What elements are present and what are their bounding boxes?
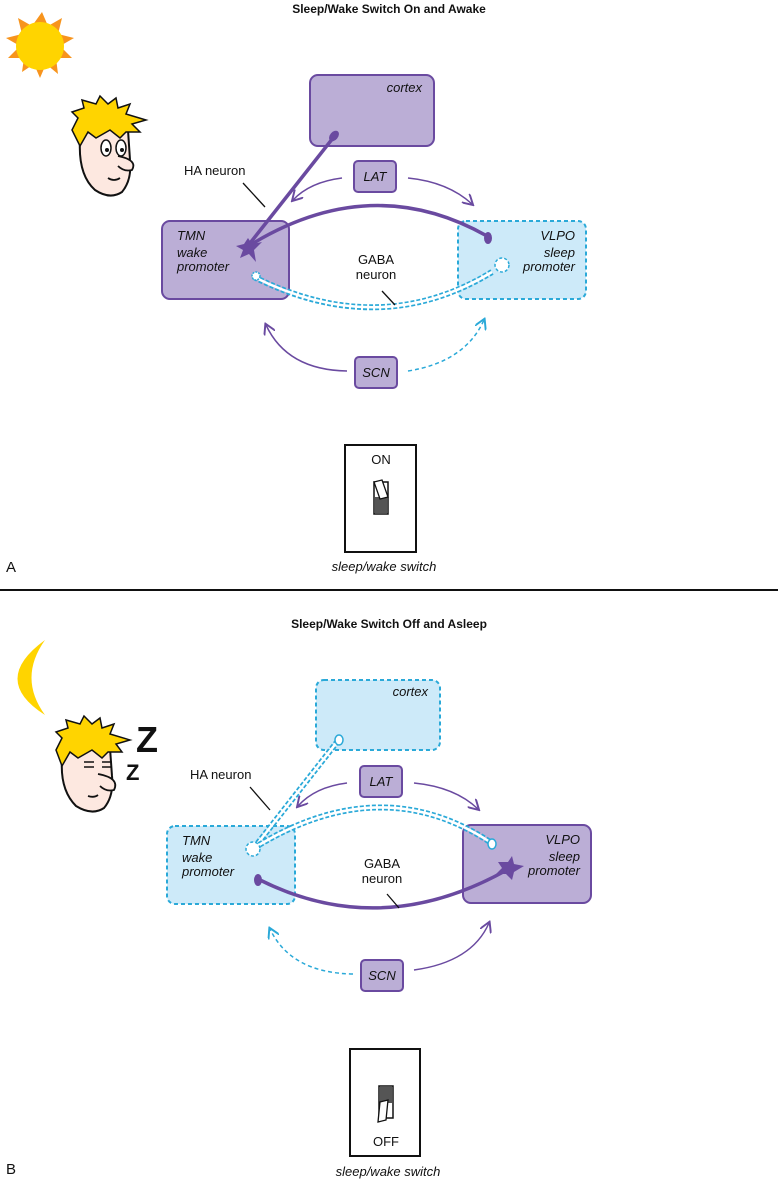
vlpo-sublabel-sleep: sleep	[549, 849, 580, 864]
gaba-neuron-label-1: GABA	[364, 856, 400, 871]
tmn-label: TMN	[182, 833, 211, 848]
vlpo-sublabel-sleep: sleep	[544, 245, 575, 260]
switch-caption: sleep/wake switch	[332, 559, 437, 574]
gaba-neuron-leader	[386, 893, 400, 909]
ha-neuron-active	[236, 130, 492, 262]
vlpo-label: VLPO	[540, 228, 575, 243]
ha-neuron-label: HA neuron	[184, 163, 245, 178]
scn-to-vlpo-arrow	[407, 320, 484, 372]
zzz-small: Z	[126, 760, 139, 785]
scn-to-tmn-arrow	[270, 929, 354, 975]
cortex-node: cortex	[315, 679, 441, 751]
vlpo-sublabel-promoter: promoter	[527, 863, 581, 878]
panel-a: Sleep/Wake Switch On and Awake cortex LA…	[6, 2, 587, 576]
lat-to-vlpo-arrow	[407, 177, 472, 204]
gaba-neuron-inactive	[251, 257, 510, 311]
sun-icon	[6, 12, 74, 78]
tmn-sublabel-promoter: promoter	[181, 864, 235, 879]
scn-label: SCN	[362, 365, 390, 380]
zzz-large: Z	[136, 719, 158, 760]
scn-to-tmn-arrow	[266, 325, 348, 372]
asleep-face-icon	[54, 714, 133, 813]
cortex-label: cortex	[393, 684, 429, 699]
scn-node: SCN	[354, 356, 398, 389]
gaba-neuron-active	[254, 856, 524, 910]
panel-letter: B	[6, 1161, 16, 1178]
lat-label: LAT	[364, 169, 388, 184]
tmn-label: TMN	[177, 228, 206, 243]
ha-neuron-leader	[249, 786, 271, 811]
scn-node: SCN	[360, 959, 404, 992]
lat-to-vlpo-arrow	[413, 782, 478, 809]
switch-state-label: ON	[371, 452, 391, 467]
vlpo-sublabel-promoter: promoter	[522, 259, 576, 274]
panel-letter: A	[6, 559, 16, 576]
cortex-label: cortex	[387, 80, 423, 95]
switch-state-label: OFF	[373, 1134, 399, 1149]
gaba-neuron-label-1: GABA	[358, 252, 394, 267]
vlpo-label: VLPO	[545, 832, 580, 847]
lat-label: LAT	[370, 774, 394, 789]
gaba-neuron-leader	[381, 290, 396, 306]
lat-to-tmn-arrow	[298, 782, 348, 806]
cortex-node: cortex	[309, 74, 435, 147]
panel-b: Sleep/Wake Switch Off and Asleep Z Z cor…	[6, 617, 592, 1179]
gaba-neuron-label-2: neuron	[356, 267, 396, 282]
switch-off: OFF	[349, 1048, 421, 1157]
lat-node: LAT	[359, 765, 403, 798]
ha-neuron-label: HA neuron	[190, 767, 251, 782]
moon-icon	[17, 640, 45, 715]
lat-to-tmn-arrow	[293, 177, 343, 200]
ha-neuron-leader	[242, 182, 266, 208]
awake-face-icon	[70, 94, 149, 197]
gaba-neuron-label-2: neuron	[362, 871, 402, 886]
switch-caption: sleep/wake switch	[336, 1164, 441, 1179]
ha-neuron-inactive	[245, 734, 497, 857]
vlpo-node: VLPO sleep promoter	[457, 220, 587, 300]
scn-label: SCN	[368, 968, 396, 983]
tmn-sublabel-wake: wake	[182, 850, 212, 865]
tmn-sublabel-wake: wake	[177, 245, 207, 260]
tmn-sublabel-promoter: promoter	[176, 259, 230, 274]
panel-title: Sleep/Wake Switch Off and Asleep	[291, 617, 487, 631]
scn-to-vlpo-arrow	[413, 923, 489, 971]
switch-on: ON	[344, 444, 417, 553]
lat-node: LAT	[353, 160, 397, 193]
panel-title: Sleep/Wake Switch On and Awake	[292, 2, 486, 16]
